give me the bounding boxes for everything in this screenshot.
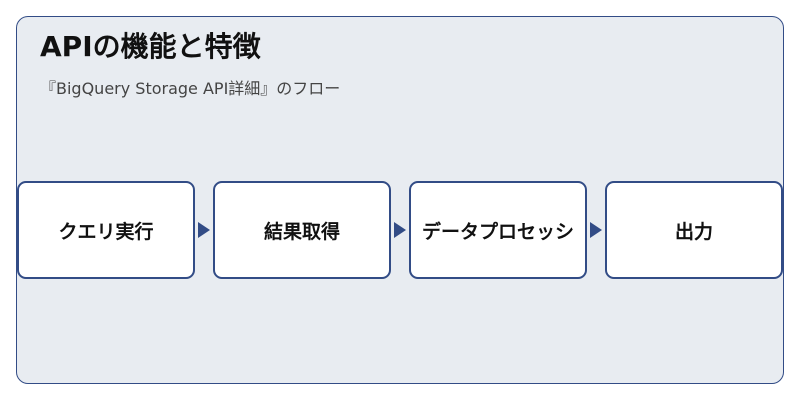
flow-step-data-processing: データプロセッシ bbox=[409, 181, 587, 279]
flow-arrow-icon bbox=[198, 222, 210, 238]
flow-arrow-icon bbox=[590, 222, 602, 238]
flow-step-label: 出力 bbox=[674, 220, 713, 243]
flow-step-label: 結果取得 bbox=[263, 220, 340, 243]
page-subtitle: 『BigQuery Storage API詳細』のフロー bbox=[40, 79, 341, 98]
flow-step-query: クエリ実行 bbox=[17, 181, 195, 279]
flow-step-fetch-results: 結果取得 bbox=[213, 181, 391, 279]
flow-arrow-icon bbox=[394, 222, 406, 238]
flow-step-label: データプロセッシ bbox=[421, 220, 574, 243]
page-title: APIの機能と特徴 bbox=[40, 30, 261, 63]
flow-step-output: 出力 bbox=[605, 181, 783, 279]
flow-step-label: クエリ実行 bbox=[58, 220, 154, 243]
